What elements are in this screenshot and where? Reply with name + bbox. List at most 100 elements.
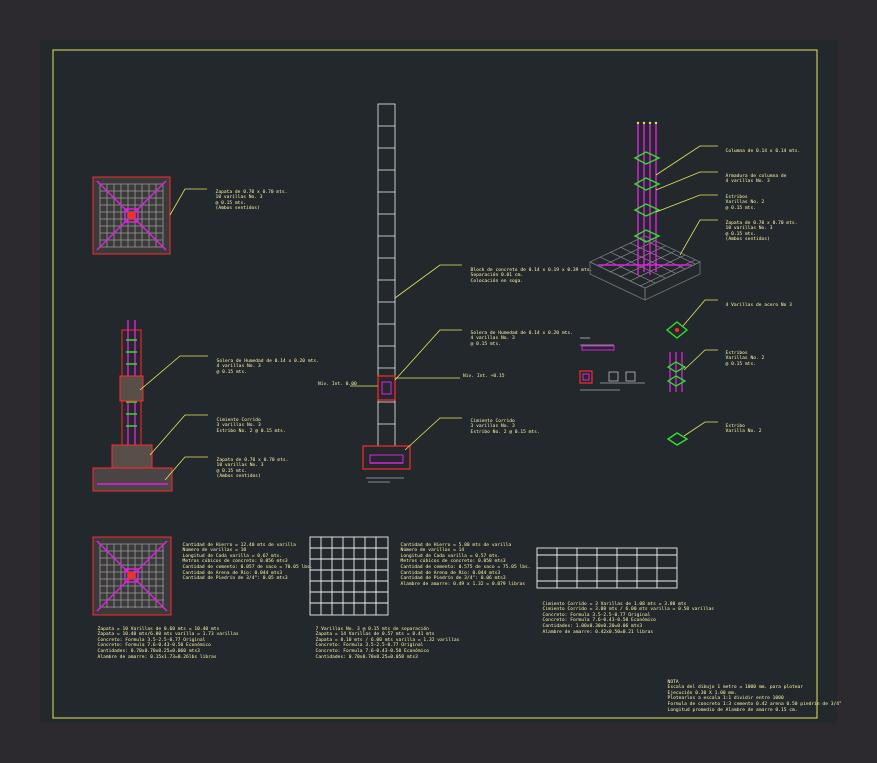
- text-line: Cantidad de Piedrín de 3/4": 0.06 mts3: [400, 576, 506, 582]
- table-2-footer: 7 Varillas No. 3 @ 0.15 mts de separació…: [310, 621, 460, 660]
- text-line: 4 varillas No. 3: [725, 179, 770, 185]
- text-line: 4 varillas No. 3: [216, 364, 261, 370]
- text-line: Cantidad de Hierro = 12.40 mts de varill…: [182, 542, 296, 548]
- text-line: Concreto: Formula 7.6-0.43-0.50 Económic…: [542, 618, 656, 624]
- text-line: 10 varillas No. 3: [216, 463, 264, 469]
- text-line: Plotearlos a escala 1:1 dividir entre 10…: [667, 696, 784, 702]
- text-line: Cimiento Corrido = 3 Varillas de 1.08 mt…: [542, 601, 687, 607]
- text-line: Alambre de amarre: 0.49 x 1.32 = 0.079 l…: [400, 581, 526, 587]
- text-line: Cimiento Corrido = 3.08 mts / 6.00 mts v…: [542, 607, 715, 613]
- rebar-detail-3: [666, 432, 689, 446]
- text-line: Zapata = 14 Varillas de 0.57 mts = 8.41 …: [315, 632, 435, 638]
- text-line: Block de concreto de 0.14 x 0.19 x 0.39 …: [470, 267, 593, 273]
- text-line: (Ambos sentidos): [216, 474, 261, 480]
- text-line: Concreto: Formula 3.5-2.5-0.77 Original: [97, 637, 206, 643]
- rebar-detail-1: [665, 321, 689, 339]
- leader-cimiento-left: [149, 414, 208, 456]
- table-1-header: Cantidad de Hierro = 12.40 mts de varill…: [177, 537, 313, 582]
- leader-detail-2: [683, 349, 718, 371]
- label-cimiento-left: Cimiento Corrido 3 varillas No. 3 Estrib…: [211, 412, 286, 434]
- text-line: Cantidad de Piedrín de 3/4": 0.05 mts3: [182, 576, 288, 582]
- text-line: 7 Varillas No. 3 @ 0.15 mts de separació…: [315, 626, 429, 632]
- leader-block: [394, 264, 462, 299]
- text-line: (Ambos sentidos): [725, 237, 770, 243]
- text-line: Cimiento Corrido: [216, 417, 261, 423]
- text-line: @ 0.15 mts.: [725, 205, 756, 211]
- text-line: Zapata = 10 Varillas de 0.60 mts = 10.40…: [97, 626, 220, 632]
- label-cimiento-mid: Cimiento Corrido 3 varillas No. 3 Estrib…: [465, 413, 540, 435]
- text-line: Varilla No. 2: [725, 429, 762, 435]
- leader-detail-1: [682, 299, 718, 327]
- text-line: Cimiento Corrido: [470, 418, 515, 424]
- text-line: Estribo: [725, 423, 745, 429]
- text-line: 4 varillas No. 3: [470, 336, 515, 342]
- text-line: Cantidad de Arena de Río: 0.044 mts3: [182, 570, 283, 576]
- text-line: @ 0.15 mts.: [216, 468, 247, 474]
- label-col-iso-1: Columna de 0.14 x 0.14 mts.: [720, 143, 801, 154]
- column-isometric: [589, 121, 701, 301]
- text-line: Cantidades: 1.00x0.30x0.20=0.06 mts3: [542, 623, 643, 629]
- leader-solera-mid: [394, 329, 462, 381]
- zapata-plan-top: [92, 176, 171, 255]
- text-line: Concreto: Formula 3.5-2.5-0.77 Original: [542, 612, 651, 618]
- leader-zapata-plan: [169, 188, 207, 216]
- text-line: Longitud promedio de Alambre de amarre 0…: [667, 707, 798, 713]
- text-line: Cantidad de Hierro = 5.80 mts de varilla: [400, 542, 512, 548]
- text-line: Colocación en soga.: [470, 278, 524, 284]
- label-block: Block de concreto de 0.14 x 0.19 x 0.39 …: [465, 262, 593, 284]
- text-line: @ 0.15 mts.: [725, 231, 756, 237]
- text-line: Estribo No. 2 @ 0.15 mts.: [470, 429, 540, 435]
- leader-col-iso-3: [655, 194, 718, 213]
- text-line: Alambre de amarre: 0.42x0.50=0.21 libras: [542, 629, 654, 635]
- table-2-header: Cantidad de Hierro = 5.80 mts de varilla…: [395, 537, 531, 587]
- leader-col-iso-4: [679, 219, 718, 256]
- leader-col-iso-2: [655, 171, 718, 191]
- text-line: 10 varillas No. 3: [215, 195, 263, 201]
- text-line: Zapata = 10.40 mts/6.00 mts varilla = 1.…: [97, 632, 239, 638]
- text-line: Cantidad de Arena de Río: 0.044 mts3: [400, 570, 501, 576]
- text-line: Longitud de Cada varilla = 0.57 mts.: [400, 553, 501, 559]
- text-line: Número de varillas = 14: [400, 548, 465, 554]
- label-nivel-right: Niv. Int. +0.15: [463, 374, 505, 379]
- text-line: Zapata de 0.70 x 0.70 mts.: [216, 457, 289, 463]
- text-line: @ 0.15 mts.: [216, 369, 247, 375]
- block-wall-elevation: [362, 103, 411, 483]
- text-line: Zapata de 0.70 x 0.70 mts.: [215, 189, 288, 195]
- label-col-iso-2: Armadura de columna de 4 varillas No. 3: [720, 168, 787, 185]
- label-detail-2: Estribos Varillas No. 2 @ 0.15 mts.: [720, 345, 765, 367]
- label-col-iso-4: Zapata de 0.70 x 0.70 mts. 10 varillas N…: [720, 215, 798, 243]
- text-line: Cantidades: 0.70x0.70x0.25=0.058 mts3: [315, 654, 418, 660]
- text-line: Varillas No. 2: [725, 356, 765, 362]
- leader-solera-left: [139, 355, 208, 391]
- text-line: Armadura de columna de: [725, 173, 787, 179]
- leader-cimiento-mid: [404, 417, 462, 451]
- text-line: Estribo No. 2 @ 0.15 mts.: [216, 428, 286, 434]
- text-line: Ejecución 0.30 X 1.00 mm.: [667, 690, 737, 696]
- text-line: Estribos: [725, 350, 748, 356]
- label-detail-1: 4 Varillas de acero No 3: [720, 297, 792, 308]
- text-line: Concreto: Formula 3.5-2.5-0.77 Original: [315, 643, 424, 649]
- text-line: Concreto: Formula 7.6-0.43-0.50 Económic…: [97, 643, 211, 649]
- model-space: [40, 40, 837, 723]
- text-line: Cantidades: 0.70x0.70x0.25=0.060 mts3: [97, 648, 200, 654]
- rebar-detail-2: [666, 352, 687, 392]
- label-col-iso-3: Estribos Varillas No. 2 @ 0.15 mts.: [720, 189, 765, 211]
- nota-block: NOTA Escala del dibujo 1 metro = 1000 mm…: [662, 674, 842, 713]
- table-1-footer: Zapata = 10 Varillas de 0.60 mts = 10.40…: [92, 621, 239, 660]
- text-line: (Ambos sentidos): [215, 206, 260, 212]
- text-line: Formula de concreto 1:3 cemento 0.42 are…: [667, 701, 842, 707]
- label-detail-3: Estribo Varilla No. 2: [720, 418, 762, 435]
- text-line: Zapata de 0.70 x 0.70 mts.: [725, 220, 798, 226]
- small-section-details: [579, 337, 645, 391]
- table-3: Cimiento Corrido = 3 Varillas de 1.08 mt…: [537, 596, 714, 635]
- label-solera-mid: Solera de Humedad de 0.14 x 0.20 mts. 4 …: [465, 325, 573, 347]
- text-line: @ 0.15 mts.: [470, 341, 501, 347]
- text-line: Metros cúbicos de concreto: 0.058 mts3: [400, 559, 506, 565]
- sheet-border: [52, 49, 818, 719]
- text-line: Metros cúbicos de concreto: 0.056 mts3: [182, 559, 288, 565]
- text-line: Solera de Humedad de 0.14 x 0.20 mts.: [470, 330, 573, 336]
- text-line: 3 varillas No. 3: [216, 423, 261, 429]
- cimiento-grid-bottom: [536, 547, 678, 589]
- text-line: @ 0.15 mts.: [215, 200, 246, 206]
